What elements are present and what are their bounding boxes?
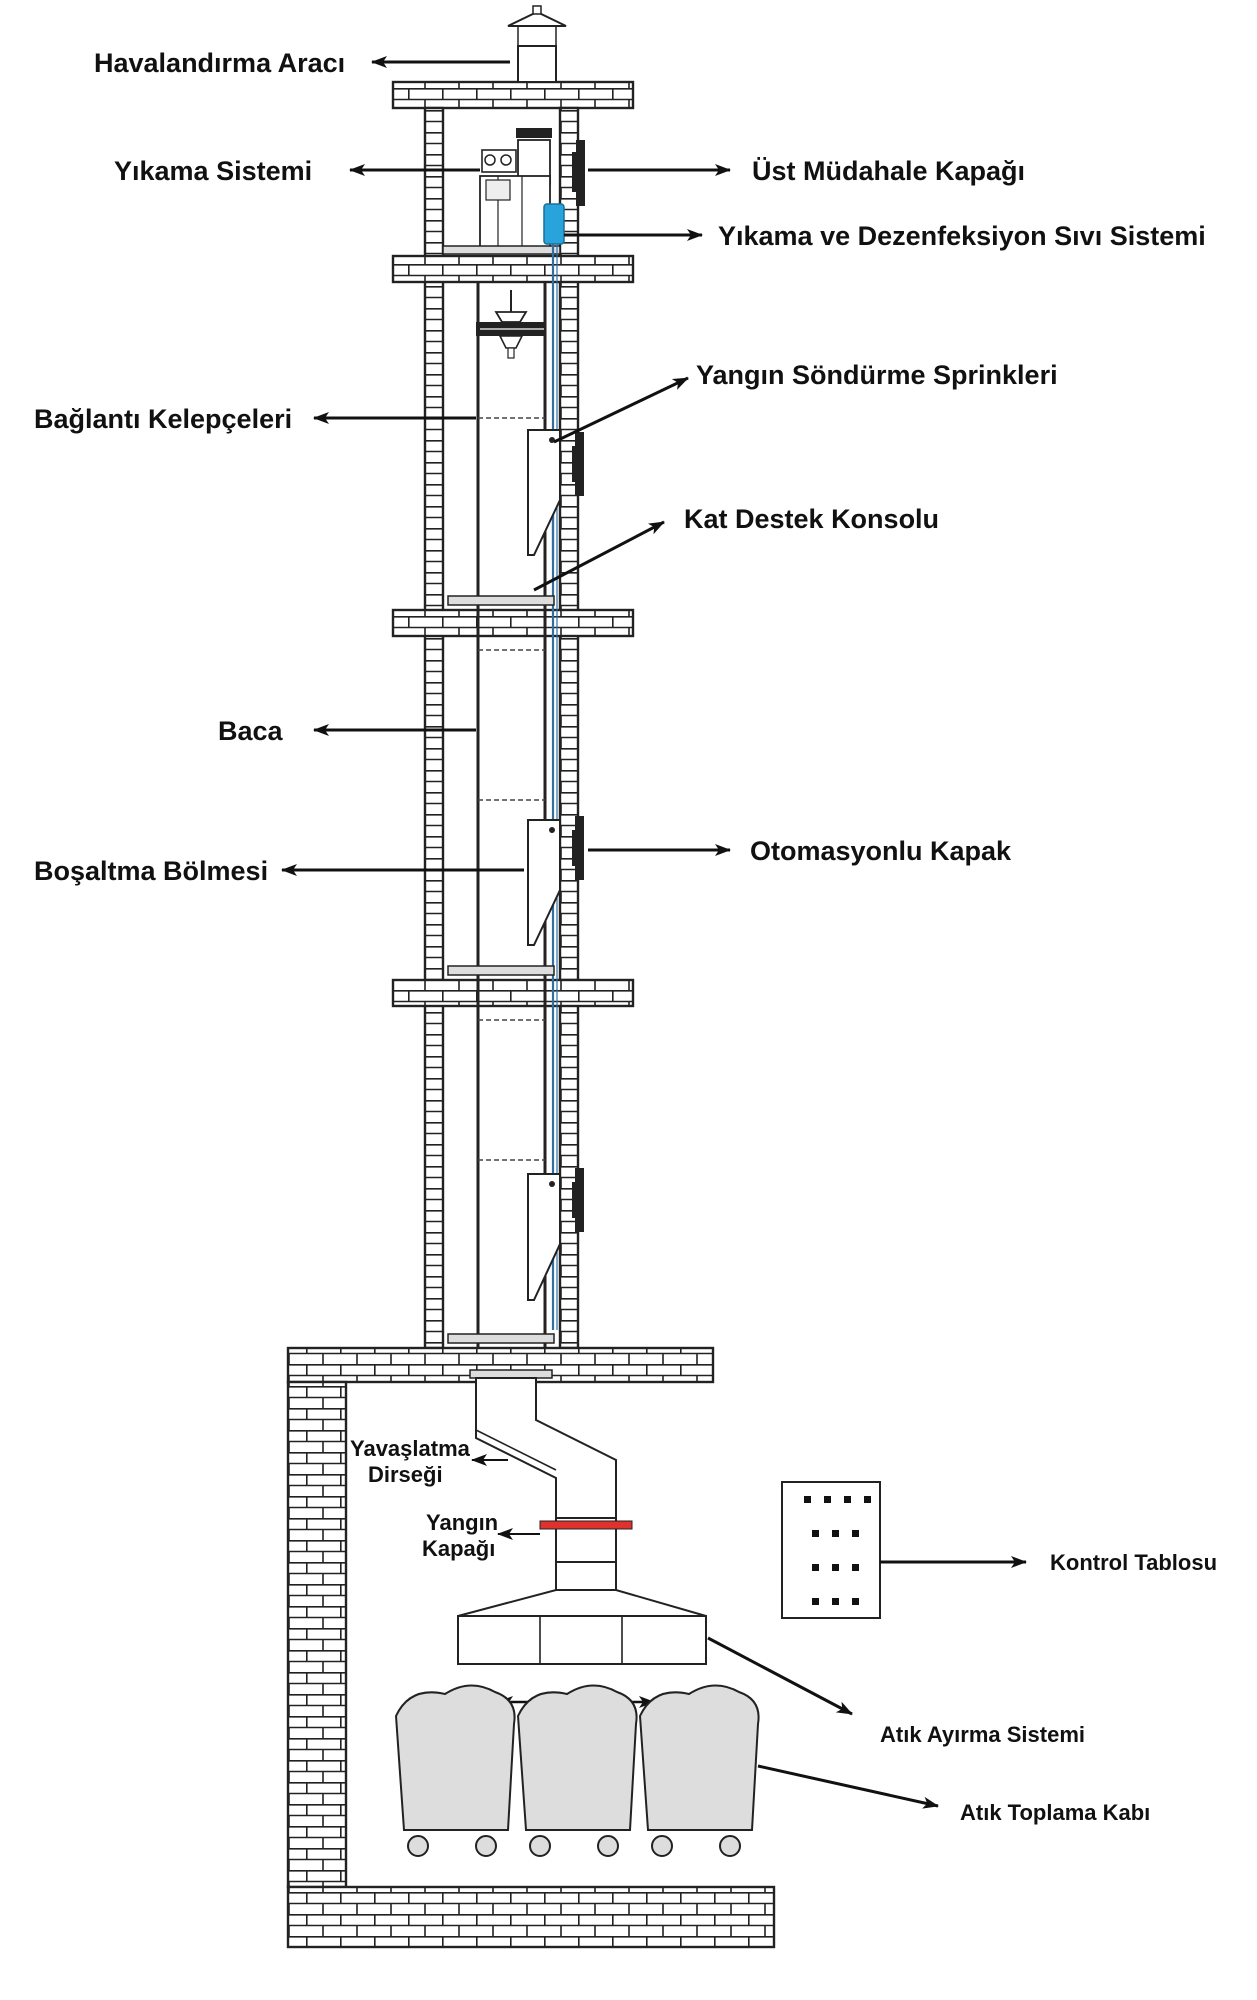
washing-unit-icon bbox=[479, 128, 552, 249]
callout-arrows bbox=[281, 56, 1027, 1809]
label-fire-damper-2: Kapağı bbox=[422, 1536, 495, 1561]
chute-flange bbox=[469, 1369, 553, 1379]
label-control-panel: Kontrol Tablosu bbox=[1050, 1550, 1217, 1575]
label-fire-sprinklers: Yangın Söndürme Sprinkleri bbox=[696, 360, 1058, 390]
floor-support-brackets bbox=[447, 595, 555, 1344]
ventilation-cap-icon bbox=[507, 5, 567, 83]
label-connection-clamps: Bağlantı Kelepçeleri bbox=[34, 404, 292, 434]
label-wash-disinfection: Yıkama ve Dezenfeksiyon Sıvı Sistemi bbox=[718, 221, 1206, 251]
fire-damper bbox=[539, 1520, 633, 1530]
sprinkler-pipe bbox=[551, 244, 558, 1330]
waste-bin-icon bbox=[394, 1684, 516, 1857]
slowdown-elbow bbox=[475, 1377, 617, 1519]
hopper-door-icon bbox=[527, 1168, 584, 1301]
waste-separation-system bbox=[457, 1561, 707, 1665]
waste-bin-icon bbox=[516, 1684, 638, 1857]
arrow-collection-bin bbox=[757, 1764, 939, 1809]
arrow-separation-system bbox=[707, 1636, 853, 1716]
label-slowdown-elbow-2: Dirseği bbox=[368, 1462, 443, 1487]
machine-room-floor bbox=[442, 245, 561, 255]
washing-head-icon bbox=[476, 290, 546, 359]
label-floor-bracket: Kat Destek Konsolu bbox=[684, 504, 939, 534]
arrow-floor-bracket bbox=[533, 520, 665, 592]
label-discharge-chamber: Boşaltma Bölmesi bbox=[34, 856, 268, 886]
label-top-access-door: Üst Müdahale Kapağı bbox=[752, 156, 1025, 186]
control-panel-icon bbox=[781, 1481, 881, 1619]
label-separation-system: Atık Ayırma Sistemi bbox=[880, 1722, 1085, 1747]
label-automated-door: Otomasyonlu Kapak bbox=[750, 836, 1012, 866]
hopper-door-icon bbox=[527, 429, 584, 556]
label-chute: Baca bbox=[218, 716, 284, 746]
arrow-fire-sprinklers bbox=[553, 376, 689, 444]
hopper-door-icon bbox=[527, 816, 584, 946]
label-slowdown-elbow-1: Yavaşlatma bbox=[350, 1436, 471, 1461]
labels: Havalandırma Aracı Yıkama Sistemi Üst Mü… bbox=[34, 48, 1217, 1825]
label-washing-system: Yıkama Sistemi bbox=[114, 156, 312, 186]
access-door-icon bbox=[572, 140, 585, 206]
label-ventilation: Havalandırma Aracı bbox=[94, 48, 345, 78]
label-fire-damper-1: Yangın bbox=[426, 1510, 498, 1535]
waste-bin-icon bbox=[638, 1684, 760, 1857]
disinfection-tank-icon bbox=[543, 203, 565, 245]
label-collection-bin: Atık Toplama Kabı bbox=[960, 1800, 1150, 1825]
